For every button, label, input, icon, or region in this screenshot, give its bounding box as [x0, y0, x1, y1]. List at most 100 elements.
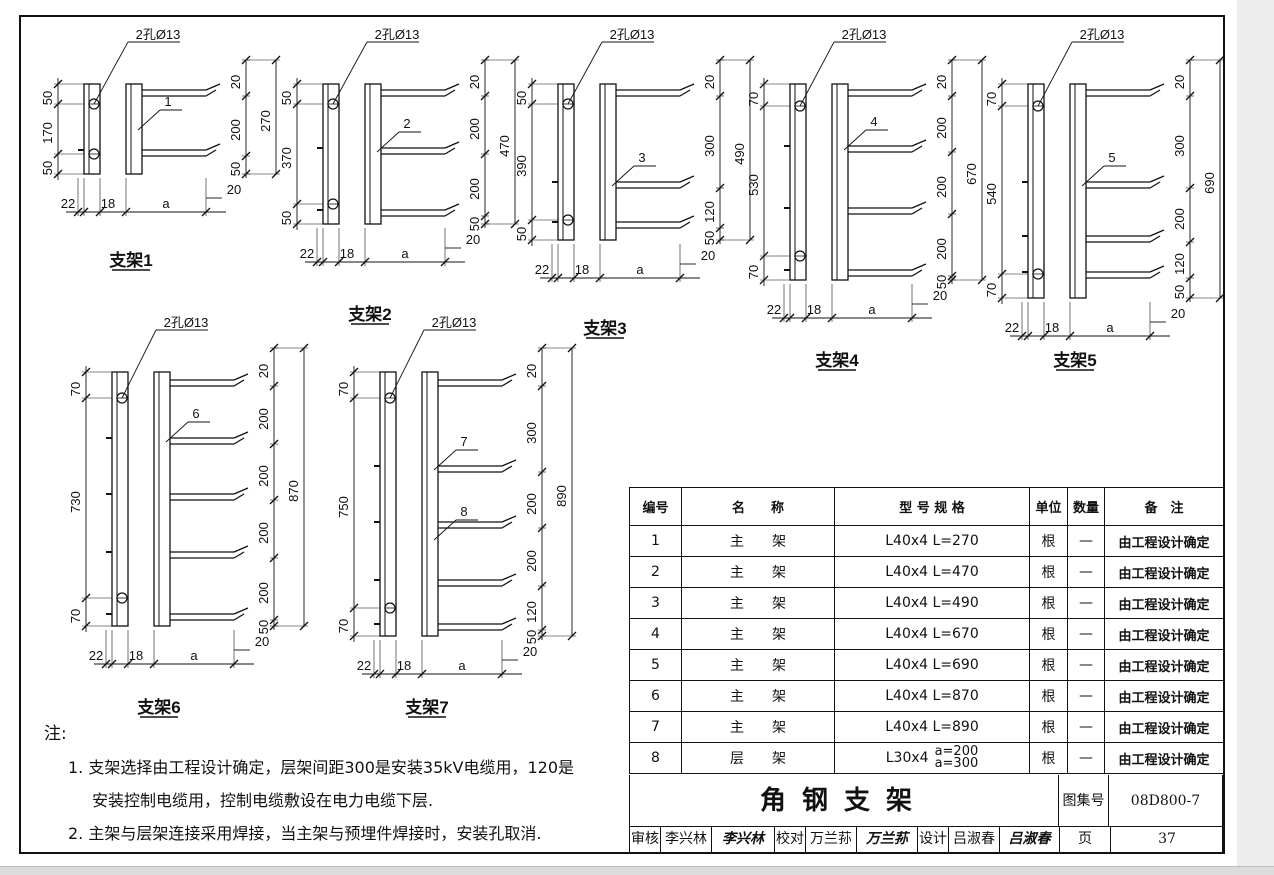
- main-angle-side: [557, 83, 575, 241]
- cell-spec: L40x4 L=870: [834, 680, 1030, 712]
- dimension-tick: [95, 207, 105, 217]
- vertical-scrollbar[interactable]: [1237, 0, 1274, 866]
- bottom-spacing-text: 50: [467, 217, 482, 231]
- dimension-tick: [318, 257, 328, 267]
- leader-line: [799, 41, 835, 107]
- shelf-tip: [501, 379, 513, 387]
- shelf-tip: [233, 613, 245, 621]
- tier-spacing-text: 120: [1172, 253, 1187, 275]
- dim-18-text: 18: [807, 302, 821, 317]
- shelf-tip: [911, 145, 923, 153]
- notes-title: 注:: [44, 724, 67, 744]
- dimension-tick: [497, 669, 507, 679]
- dimension-tick: [121, 207, 131, 217]
- shelf-tip: [233, 373, 249, 381]
- header-no: 编号: [629, 487, 682, 526]
- shelf-tip: [679, 221, 691, 229]
- atlas-number: 08D800-7: [1109, 775, 1223, 827]
- tier-spacing-text: 300: [524, 422, 539, 444]
- dimension-tick: [537, 381, 547, 391]
- dim-20-text: 20: [466, 232, 480, 247]
- note-number: 2.: [68, 824, 84, 843]
- cell-unit: 根: [1029, 525, 1068, 557]
- header-remark: 备 注: [1104, 487, 1224, 526]
- dim-20-text: 20: [933, 288, 947, 303]
- cell-name: 主 架: [681, 711, 835, 743]
- height-text: 370: [279, 147, 294, 169]
- tier-spacing-text: 200: [467, 118, 482, 140]
- tier-spacing-text: 120: [702, 201, 717, 223]
- dimension-tick: [547, 273, 557, 283]
- shelf-tip: [205, 83, 221, 91]
- total-length-text: 870: [286, 480, 301, 502]
- dim-22-text: 22: [535, 262, 549, 277]
- dimension-tick: [997, 269, 1007, 279]
- dim-18-text: 18: [397, 658, 411, 673]
- dimension-tick: [292, 99, 302, 109]
- support-label: 支架6: [137, 697, 180, 717]
- cell-unit: 根: [1029, 711, 1068, 743]
- cell-name: 主 架: [681, 587, 835, 619]
- note-text: 主架与层架连接采用焊接，当主架与预埋件焊接时，安装孔取消.: [88, 824, 542, 843]
- dimension-tick: [417, 669, 427, 679]
- note-text: 支架选择由工程设计确定，层架间距300是安装35kV电缆用，120是: [88, 758, 575, 777]
- shelf-tip: [444, 209, 456, 217]
- design-label: 设计: [918, 827, 949, 852]
- shelf-tip: [501, 459, 517, 467]
- note-item-2: 2. 主架与层架连接采用焊接，当主架与预埋件焊接时，安装孔取消.: [44, 817, 604, 850]
- dimension-tick: [440, 257, 450, 267]
- dimension-tick: [81, 593, 91, 603]
- dimension-tick: [349, 603, 359, 613]
- signature-row: 审核 李兴林 李兴林 校对 万兰荪 万兰荪 设计 吕淑春 吕淑春 页 37: [629, 827, 1223, 853]
- dimension-tick: [1185, 91, 1195, 101]
- dimension-tick: [269, 381, 279, 391]
- dimension-tick: [349, 393, 359, 403]
- dimension-tick: [81, 621, 91, 631]
- dimension-tick: [101, 659, 111, 669]
- dimension-tick: [715, 91, 725, 101]
- dim-a-text: a: [1106, 320, 1114, 335]
- shelf-tip: [679, 175, 695, 183]
- cell-name: 主 架: [681, 556, 835, 588]
- reviewer-signature: 李兴林: [712, 827, 775, 852]
- dimension-tick: [269, 615, 279, 625]
- shelf-tip: [679, 181, 691, 189]
- bottom-spacing-text: 50: [702, 231, 717, 245]
- spec-main: L30x4: [885, 750, 929, 766]
- dimension-tick: [1023, 331, 1033, 341]
- height-text: 540: [984, 183, 999, 205]
- tier-spacing-text: 200: [467, 178, 482, 200]
- dimension-tick: [292, 79, 302, 89]
- dim-20-text: 20: [227, 182, 241, 197]
- main-angle-side: [322, 83, 340, 225]
- dimension-tick: [1039, 331, 1049, 341]
- dimension-tick: [123, 659, 133, 669]
- end-spacing-text: 50: [279, 91, 294, 105]
- cell-remark: 由工程设计确定: [1104, 587, 1224, 619]
- dimension-tick: [801, 313, 811, 323]
- dim-18-text: 18: [340, 246, 354, 261]
- shelf-tip: [501, 623, 513, 631]
- end-spacing-text: 70: [68, 609, 83, 623]
- hole-spec-text: 2孔Ø13: [432, 315, 477, 330]
- tier-spacing-text: 200: [524, 493, 539, 515]
- header-spec: 型 号 规 格: [834, 487, 1030, 526]
- support-label: 支架5: [1053, 350, 1096, 370]
- cell-remark: 由工程设计确定: [1104, 618, 1224, 650]
- cell-qty: —: [1067, 525, 1105, 557]
- dimension-tick: [759, 101, 769, 111]
- dim-22-text: 22: [61, 196, 75, 211]
- dimension-tick: [947, 91, 957, 101]
- dim-20-text: 20: [255, 634, 269, 649]
- cell-name: 主 架: [681, 618, 835, 650]
- leader-line: [376, 131, 400, 153]
- support-label: 支架3: [583, 318, 626, 338]
- dimension-tick: [537, 523, 547, 533]
- cell-no: 2: [629, 556, 682, 588]
- shelf-tip: [1149, 83, 1165, 91]
- dimension-tick: [53, 169, 63, 179]
- height-text: 390: [514, 155, 529, 177]
